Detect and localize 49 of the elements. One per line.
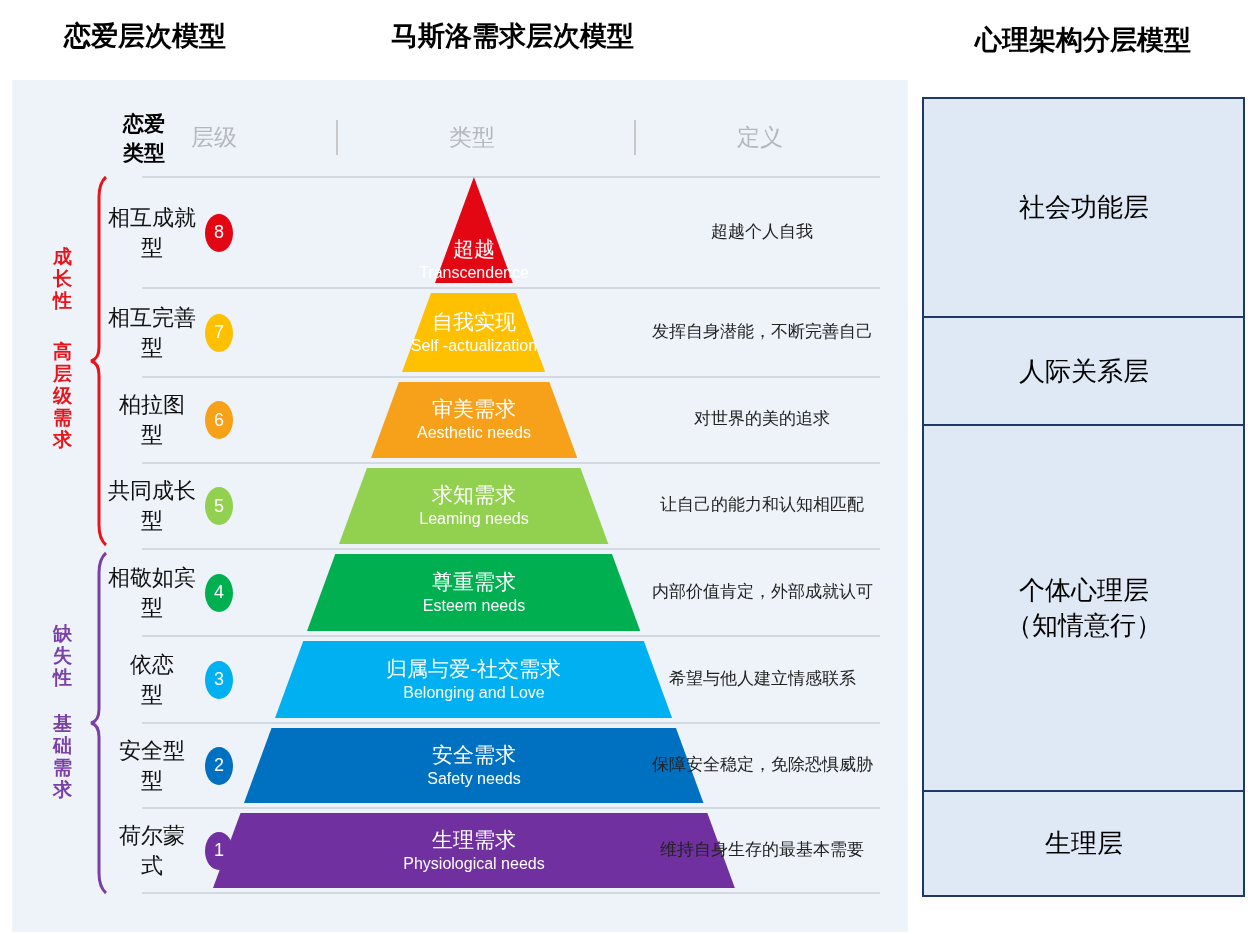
definition-text: 发挥自身潜能，不断完善自己: [651, 319, 873, 343]
love-type-label: 相互成就型: [107, 203, 197, 262]
layer-box: [922, 316, 1245, 426]
heading: 马斯洛需求层次模型: [390, 19, 634, 53]
definition-text: 超越个人自我: [711, 219, 813, 243]
column-header: 层级: [191, 123, 237, 152]
brace-label: 基础需求: [52, 712, 72, 800]
layer-title: 尊重需求: [432, 568, 516, 595]
layer-name: 社会功能层: [1018, 191, 1149, 224]
layer-title: 求知需求: [432, 482, 516, 508]
love-type-label: 相敬如宾型: [107, 563, 197, 622]
layer-subtitle: Physiological needs: [403, 853, 545, 874]
layer-box: [922, 97, 1245, 318]
love-type-label: 荷尔蒙式: [118, 821, 186, 880]
love-type-label: 共同成长型: [107, 477, 197, 535]
layer-subtitle: Self -actualization: [410, 335, 538, 356]
definition-text: 内部价值肯定，外部成就认可: [651, 579, 873, 603]
layer-title: 生理需求: [432, 826, 516, 853]
layer-subtitle: Esteem needs: [422, 595, 526, 616]
brace-label: 高层级需求: [52, 340, 72, 450]
definition-text: 让自己的能力和认知相匹配: [660, 493, 864, 516]
node-label: 1: [213, 840, 224, 860]
layer-subtitle: Leaming needs: [419, 509, 529, 529]
love-type-label: 依恋型: [129, 650, 175, 709]
love-type-label: 相互完善型: [107, 303, 197, 362]
layer-name: 生理层: [1044, 827, 1123, 860]
layer-title: 自我实现: [432, 308, 516, 335]
definition-text: 对世界的美的追求: [694, 407, 830, 430]
brace-label: 成长性: [52, 245, 72, 311]
layer-name: 个体心理层（知情意行）: [1004, 574, 1163, 642]
column-header: 类型: [449, 123, 495, 152]
heading: 恋爱层次模型: [64, 19, 226, 53]
column-header: 恋爱类型: [121, 111, 166, 167]
layer-name: 人际关系层: [1018, 354, 1149, 388]
love-type-label: 安全型型: [118, 736, 186, 795]
layer-title: 审美需求: [432, 396, 516, 422]
layer-box: [922, 424, 1245, 792]
column-header: 定义: [737, 123, 783, 152]
heading: 心理架构分层模型: [975, 23, 1191, 57]
layer-title: 超越: [453, 236, 495, 262]
layer-subtitle: Safety needs: [427, 768, 521, 789]
layer-box: [922, 790, 1245, 897]
layer-subtitle: Belonging and Love: [403, 682, 545, 703]
brace-label: 缺失性: [52, 622, 72, 688]
love-type-label: 柏拉图型: [118, 391, 186, 449]
layer-subtitle: Aesthetic needs: [417, 423, 531, 443]
layer-title: 安全需求: [432, 741, 516, 768]
layer-title: 归属与爱-社交需求: [386, 655, 562, 682]
definition-text: 希望与他人建立情感联系: [668, 666, 856, 690]
